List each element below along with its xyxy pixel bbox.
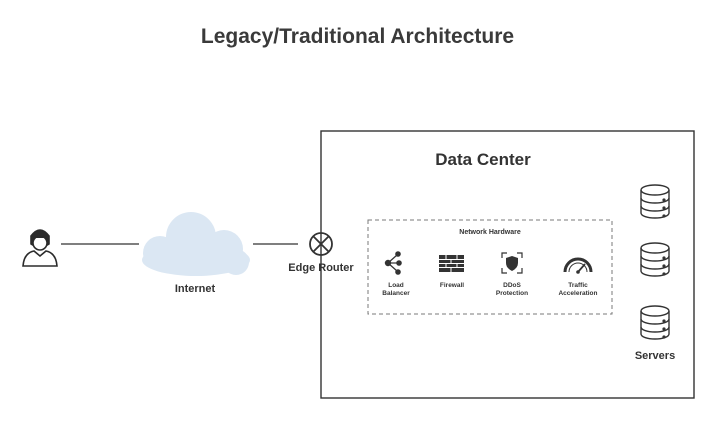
data-center-box (320, 130, 695, 399)
data-center-label: Data Center (435, 150, 531, 169)
shield-icon (501, 252, 523, 274)
person-icon (22, 229, 58, 267)
network-hardware-label: Network Hardware (459, 229, 521, 236)
servers-label: Servers (634, 350, 676, 362)
load-balancer-label: Load Balancer (382, 282, 410, 297)
speedometer-icon (563, 257, 593, 274)
edge-router-label: Edge Router (288, 262, 354, 274)
traffic-acceleration-label: Traffic Acceleration (558, 282, 598, 297)
network-hardware-box (367, 219, 613, 315)
cloud-icon (142, 212, 250, 276)
internet-label: Internet (174, 283, 216, 295)
firewall-label: Firewall (439, 282, 465, 289)
ddos-protection-label: DDoS Protection (495, 282, 529, 297)
firewall-icon (439, 255, 464, 272)
load-balancer-icon (384, 251, 402, 275)
diagram-title: Legacy/Traditional Architecture (200, 25, 515, 48)
database-icon (640, 184, 670, 340)
